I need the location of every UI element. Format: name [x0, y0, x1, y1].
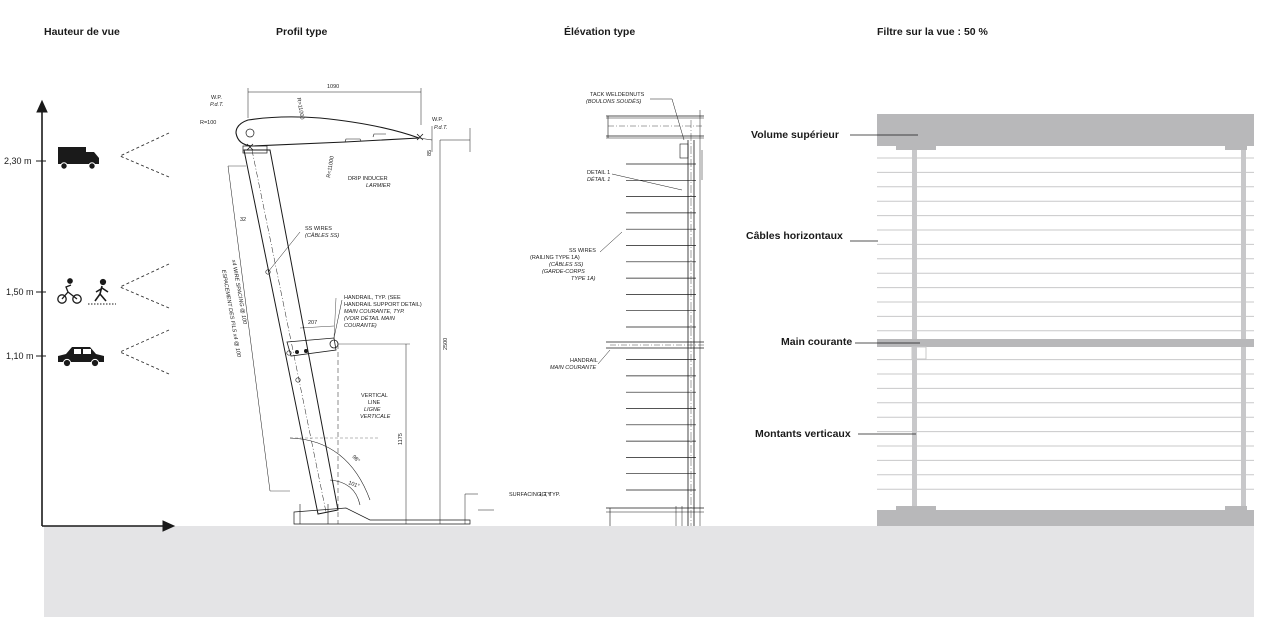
wp-right: W.P.	[432, 117, 443, 123]
elev-cables-fr: (CÂBLES SS)	[549, 261, 583, 268]
callout-vertical-posts: Montants verticaux	[755, 428, 851, 440]
handrail-note-3: MAIN COURANTE, TYP.	[344, 309, 405, 315]
elev-ss-wires: SS WIRES	[569, 248, 596, 254]
height-axis	[36, 99, 176, 532]
tack-weld-en: TACK WELDEDNUTS	[590, 92, 645, 98]
drip-inducer-fr: LARMIER	[366, 183, 390, 189]
r11000-top: R=11000	[295, 97, 305, 120]
dim-207: 207	[308, 320, 317, 326]
handrail-note-2: HANDRAIL SUPPORT DETAIL)	[344, 302, 422, 308]
dim-85: 85	[427, 150, 433, 156]
surfacing-note-b: IG, TYP.	[540, 492, 561, 498]
filter-view	[877, 114, 1254, 526]
handrail-bar	[877, 339, 1254, 347]
upper-volume	[877, 114, 1254, 146]
header-profile: Profil type	[276, 26, 328, 38]
drip-inducer-en: DRIP INDUCER	[348, 176, 388, 182]
vertical-line-2: LINE	[368, 400, 381, 406]
post-right	[1241, 150, 1246, 510]
header-filter: Filtre sur la vue : 50 %	[877, 26, 988, 38]
sight-cones	[118, 132, 170, 375]
detail-en: DETAIL 1	[587, 170, 610, 176]
elev-type-fr: TYPE 1A)	[571, 276, 596, 282]
elev-railing-en: (RAILING TYPE 1A)	[530, 255, 580, 261]
ss-wires-en: SS WIRES	[305, 226, 332, 232]
ss-wires-fr: (CÂBLES SS)	[305, 232, 339, 239]
tick-label-230: 2,30 m	[4, 156, 32, 166]
car-icon	[58, 347, 104, 368]
post-left	[912, 150, 917, 510]
callout-upper-volume: Volume supérieur	[751, 129, 839, 141]
tick-label-110: 1,10 m	[6, 351, 34, 361]
elevation-drawing	[597, 98, 704, 526]
angle-98: 98°	[351, 454, 361, 464]
dim-1090: 1090	[327, 84, 339, 90]
elev-garde-fr: (GARDE-CORPS	[542, 269, 585, 275]
pdt-left: P.d.T.	[210, 102, 223, 108]
handrail-note-4: (VOIR DÉTAIL MAIN	[344, 315, 395, 322]
vertical-line-1: VERTICAL	[361, 393, 388, 399]
detail-fr: DÉTAIL 1	[587, 176, 610, 183]
dim-32: 32	[240, 217, 246, 223]
callout-horizontal-cables: Câbles horizontaux	[746, 230, 843, 242]
elev-handrail-en: HANDRAIL	[570, 358, 598, 364]
elevation-wires	[626, 163, 696, 491]
handrail-note-1: HANDRAIL, TYP. (SEE	[344, 295, 401, 301]
vertical-line-4: VERTICALE	[360, 414, 391, 420]
dim-1175: 1175	[398, 433, 404, 445]
surfacing-note: SURFACING, TY	[509, 492, 551, 498]
handrail-note-5: COURANTE)	[344, 323, 377, 329]
dim-2500: 2500	[443, 338, 449, 350]
callout-leaders	[850, 134, 920, 435]
profile-drawing	[227, 88, 494, 525]
r11000-bottom: R=11000	[326, 156, 336, 179]
vertical-line-3: LIGNE	[364, 407, 381, 413]
r100-label: R=100	[200, 120, 216, 126]
cyclist-icon	[57, 278, 82, 304]
angle-101: 101°	[347, 480, 360, 490]
elev-handrail-fr: MAIN COURANTE	[550, 365, 596, 371]
pedestrian-icon	[88, 278, 116, 305]
header-elevation: Élévation type	[564, 26, 636, 38]
truck-icon	[58, 147, 99, 170]
tack-weld-fr: (BOULONS SOUDÉS)	[586, 98, 641, 105]
callout-handrail: Main courante	[781, 336, 853, 348]
lower-volume	[877, 510, 1254, 526]
pdt-right: P.d.T.	[434, 125, 447, 131]
wp-left: W.P.	[211, 95, 222, 101]
ground-band	[44, 526, 1254, 617]
tick-label-150: 1,50 m	[6, 287, 34, 297]
header-view-height: Hauteur de vue	[44, 26, 120, 38]
